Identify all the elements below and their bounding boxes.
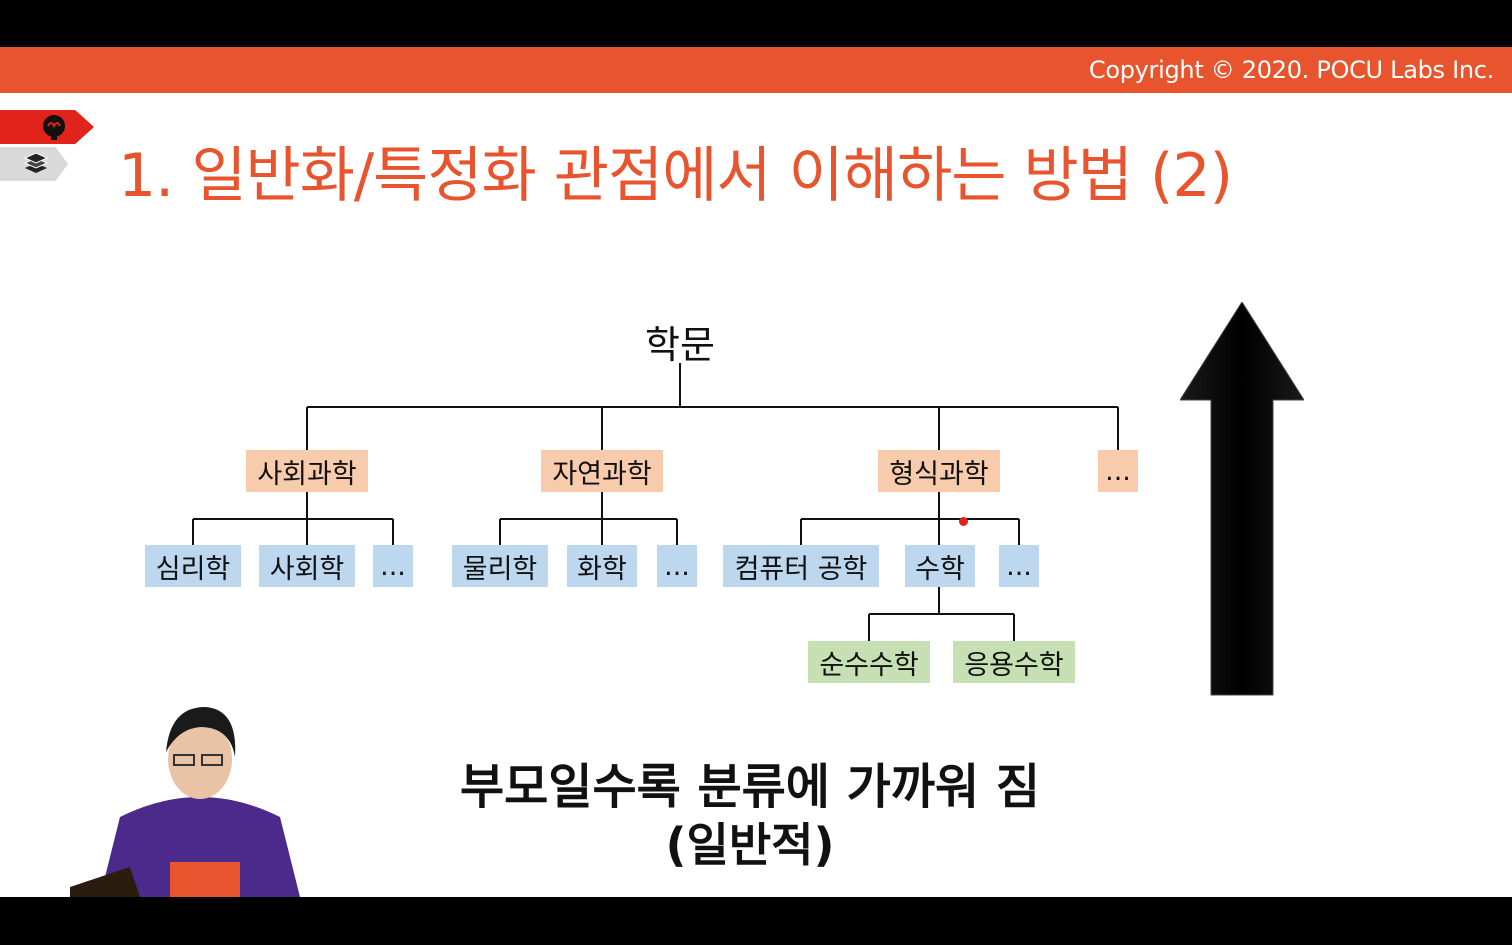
caption-line2: (일반적) [665,818,835,872]
presenter-video [70,707,300,897]
brain-icon [43,115,65,140]
header-bar: Copyright © 2020. POCU Labs Inc. [0,47,1512,93]
slide: Copyright © 2020. POCU Labs Inc. 1. 일반화/… [0,47,1512,897]
node-social-more: ... [373,545,413,587]
node-physics: 물리학 [452,545,548,587]
letterbox-bottom [0,897,1512,945]
tree-connectors [192,363,1119,641]
node-sociology: 사회학 [259,545,355,587]
node-computer-engineering: 컴퓨터 공학 [723,545,879,587]
letterbox-top [0,0,1512,47]
node-mathematics: 수학 [905,545,975,587]
up-arrow-icon [1180,302,1304,696]
laser-pointer-dot [959,517,968,526]
node-level1-more: ... [1098,450,1138,492]
books-icon [23,152,49,173]
node-formal-science: 형식과학 [878,450,1000,492]
node-formal-more: ... [999,545,1039,587]
node-natural-science: 자연과학 [541,450,663,492]
tree-root: 학문 [645,323,715,367]
slide-title: 1. 일반화/특정화 관점에서 이해하는 방법 (2) [118,141,1233,211]
node-pure-math: 순수수학 [808,641,930,683]
caption-line1: 부모일수록 분류에 가까워 짐 [459,759,1041,815]
node-natural-more: ... [657,545,697,587]
node-social-science: 사회과학 [246,450,368,492]
node-applied-math: 응용수학 [953,641,1075,683]
node-chemistry: 화학 [567,545,637,587]
node-psychology: 심리학 [145,545,241,587]
copyright-text: Copyright © 2020. POCU Labs Inc. [1088,56,1494,84]
